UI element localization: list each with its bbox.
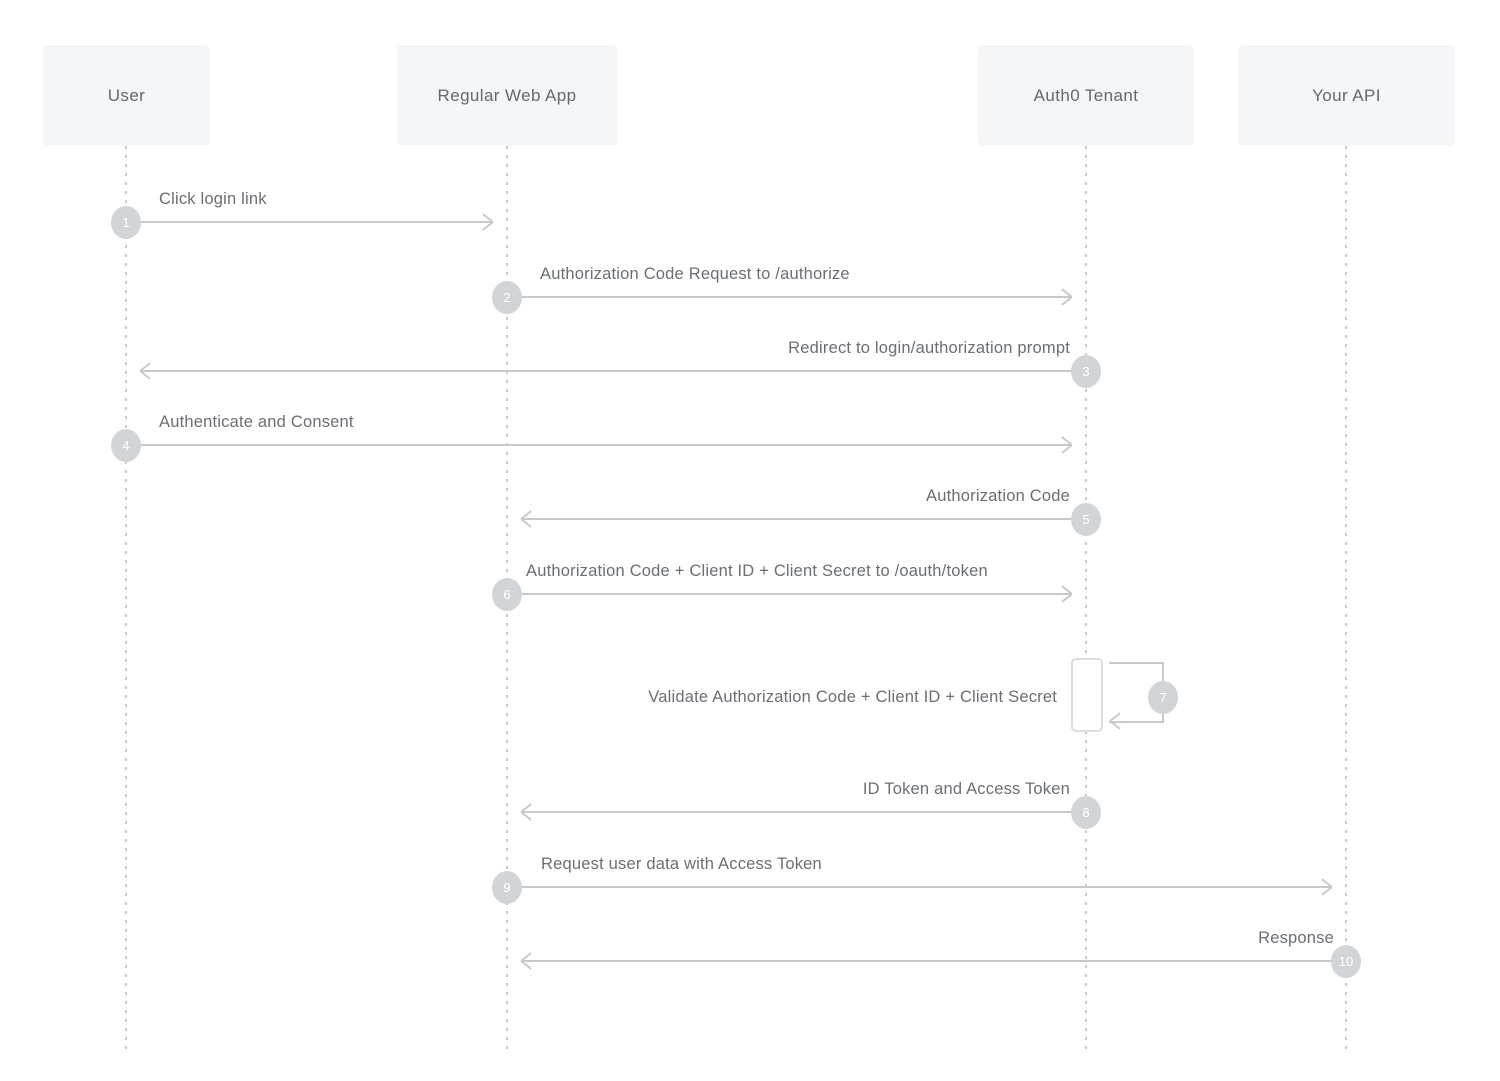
step-badge: 9 <box>492 871 522 904</box>
message-4-label: Authenticate and Consent <box>159 413 354 431</box>
activation-box <box>1071 658 1103 732</box>
message-1-label: Click login link <box>159 190 267 208</box>
step-badge: 6 <box>492 578 522 611</box>
step-badge: 8 <box>1071 796 1101 829</box>
actor-regular-web-app: Regular Web App <box>397 45 617 146</box>
message-6-line <box>507 593 1072 595</box>
message-8-label: ID Token and Access Token <box>862 780 1070 798</box>
message-6-label: Authorization Code + Client ID + Client … <box>526 562 988 580</box>
message-1-line <box>126 221 493 223</box>
step-badge: 2 <box>492 281 522 314</box>
step-badge: 5 <box>1071 503 1101 536</box>
message-9-line <box>507 886 1332 888</box>
step-badge: 10 <box>1331 945 1361 978</box>
message-2-line <box>507 296 1072 298</box>
message-9-label: Request user data with Access Token <box>541 855 822 873</box>
step-badge: 4 <box>111 429 141 462</box>
lifeline-auth0-tenant <box>1085 146 1087 1052</box>
message-5-line <box>521 518 1086 520</box>
lifeline-user <box>125 146 127 1052</box>
actor-label-auth0-tenant: Auth0 Tenant <box>1033 85 1139 105</box>
message-4-line <box>126 444 1072 446</box>
message-2-label: Authorization Code Request to /authorize <box>540 265 850 283</box>
actor-user: User <box>43 45 210 146</box>
actor-auth0-tenant: Auth0 Tenant <box>978 45 1194 146</box>
step-badge: 1 <box>111 206 141 239</box>
actor-your-api: Your API <box>1238 45 1455 146</box>
message-10-line <box>521 960 1346 962</box>
message-7-label: Validate Authorization Code + Client ID … <box>648 688 1057 706</box>
message-10-label: Response <box>1258 929 1334 947</box>
lifeline-your-api <box>1345 146 1347 1052</box>
message-5-label: Authorization Code <box>926 487 1070 505</box>
actor-label-regular-web-app: Regular Web App <box>437 85 577 105</box>
message-3-label: Redirect to login/authorization prompt <box>788 339 1070 357</box>
actor-label-your-api: Your API <box>1312 85 1381 105</box>
actor-label-user: User <box>107 85 146 105</box>
step-badge: 7 <box>1148 681 1178 714</box>
message-8-line <box>521 811 1086 813</box>
message-3-line <box>140 370 1086 372</box>
step-badge: 3 <box>1071 355 1101 388</box>
